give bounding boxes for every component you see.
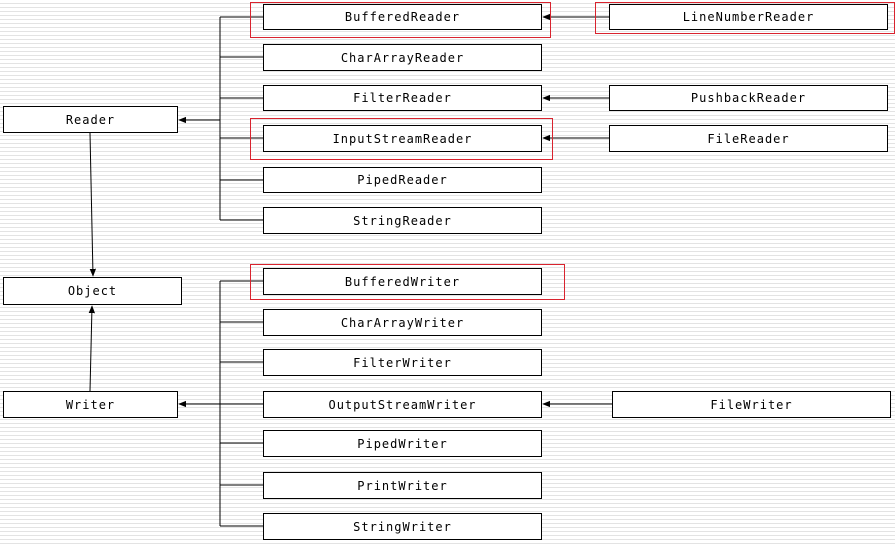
highlight-line-number-reader <box>595 2 895 34</box>
string-writer-box: StringWriter <box>263 513 542 540</box>
filter-writer-box: FilterWriter <box>263 349 542 376</box>
line-number-reader-box: LineNumberReader <box>609 4 888 30</box>
input-stream-reader-box: InputStreamReader <box>263 125 542 152</box>
print-writer-box: PrintWriter <box>263 472 542 499</box>
writer-to-object-arrow <box>88 305 96 392</box>
highlight-buffered-reader <box>250 2 551 38</box>
highlight-input-stream-reader <box>250 118 553 160</box>
string-reader-box: StringReader <box>263 207 542 234</box>
char-array-writer-box: CharArrayWriter <box>263 309 542 336</box>
piped-reader-box: PipedReader <box>263 167 542 193</box>
highlight-buffered-writer <box>250 264 565 300</box>
writer-box: Writer <box>3 391 178 418</box>
filter-reader-box: FilterReader <box>263 85 542 111</box>
output-stream-writer-box: OutputStreamWriter <box>263 391 542 418</box>
buffered-writer-box: BufferedWriter <box>263 268 542 295</box>
file-reader-box: FileReader <box>609 125 888 152</box>
file-writer-box: FileWriter <box>612 391 891 418</box>
piped-writer-box: PipedWriter <box>263 430 542 457</box>
object-box: Object <box>3 277 182 305</box>
pushback-reader-box: PushbackReader <box>609 85 888 111</box>
char-array-reader-box: CharArrayReader <box>263 44 542 71</box>
reader-box: Reader <box>3 106 178 133</box>
buffered-reader-box: BufferedReader <box>263 4 542 30</box>
reader-to-object-arrow <box>89 132 97 277</box>
